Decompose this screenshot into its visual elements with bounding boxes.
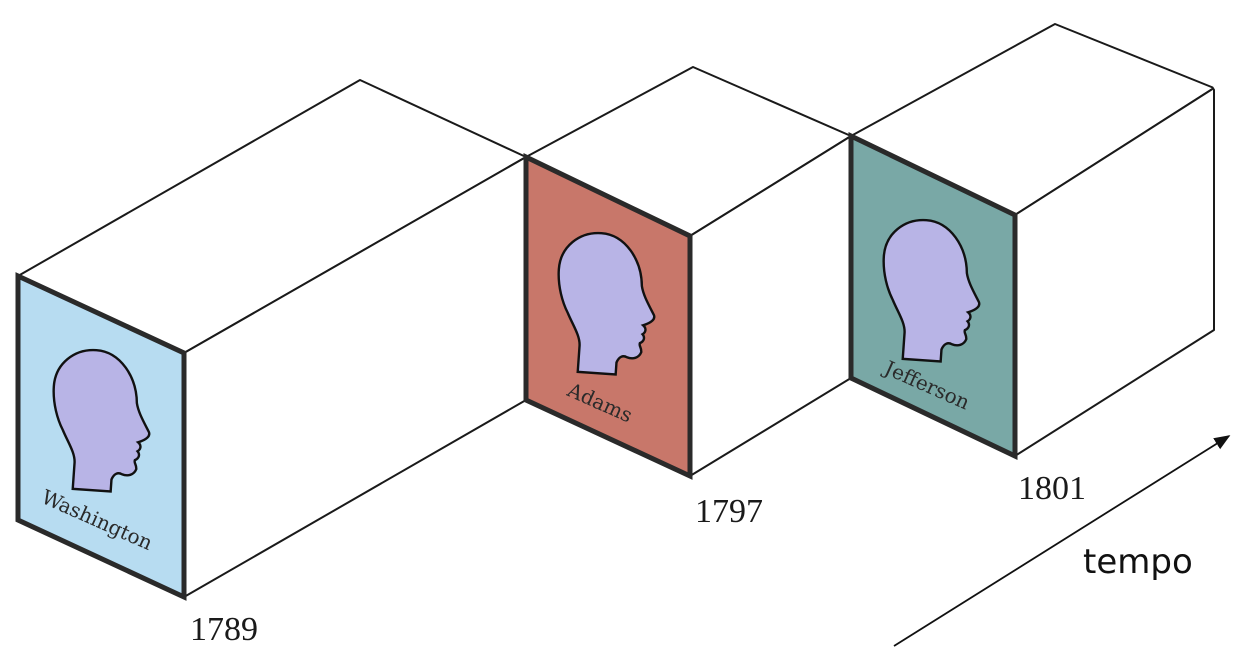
block-jefferson: Jefferson 1801 [848,23,1254,507]
arrow-icon [893,435,1231,647]
year-label-1801: 1801 [1018,470,1086,507]
year-label-1797: 1797 [695,493,763,530]
block-washington: Washington 1789 [15,79,527,648]
axis-label-tempo: tempo [1083,542,1193,582]
year-label-1789: 1789 [190,611,258,648]
block-adams: Adams 1797 [523,66,852,530]
